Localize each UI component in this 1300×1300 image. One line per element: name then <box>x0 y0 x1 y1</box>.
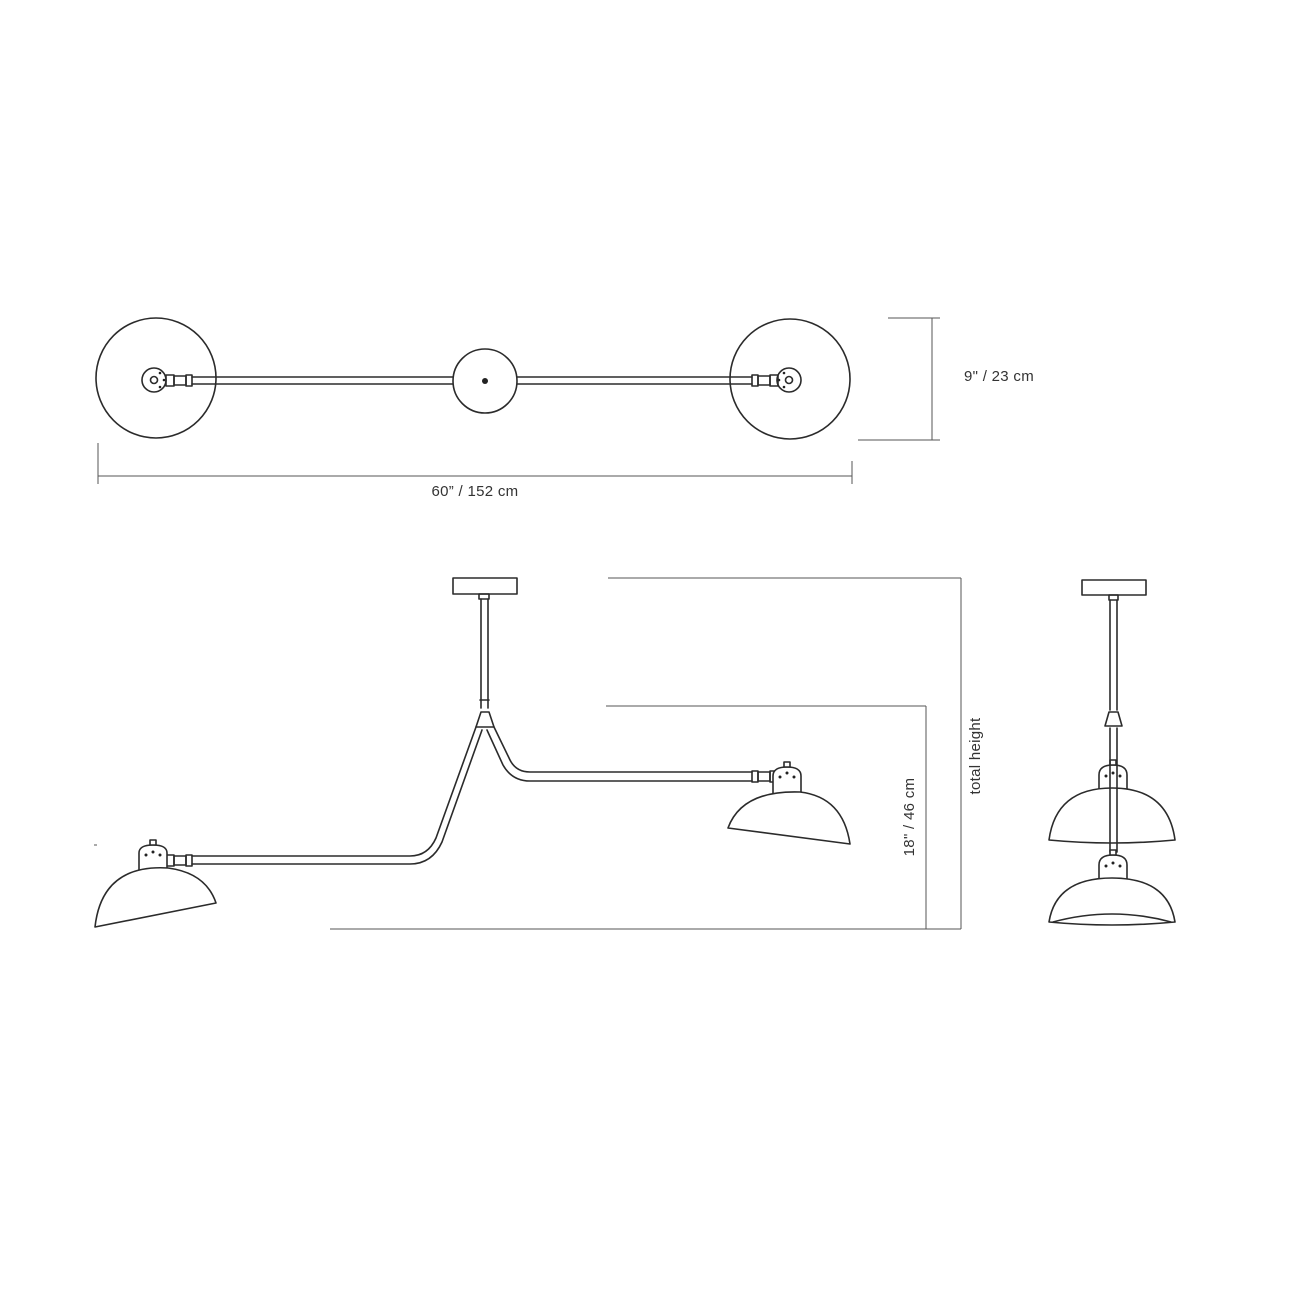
depth-dimension <box>858 317 940 441</box>
front-view-left-shade <box>94 839 217 928</box>
front-view-stem <box>479 598 490 709</box>
front-view-left-arm-bottom <box>191 729 483 865</box>
front-view-left-arm-top <box>191 726 477 857</box>
top-view-right-shade <box>729 318 851 440</box>
top-view-left-shade <box>95 317 217 439</box>
top-view-arm <box>191 376 753 385</box>
width-label: 60” / 152 cm <box>432 483 519 500</box>
top-view-canopy <box>452 348 518 414</box>
top-view: 60” / 152 cm 9" / 23 cm <box>95 317 1034 500</box>
total-height-dimension <box>330 577 962 930</box>
front-view: 18" / 46 cm total height <box>94 577 984 930</box>
width-dimension <box>97 443 853 484</box>
side-view-upper-shade <box>1048 759 1176 844</box>
drop-dimension <box>606 705 927 929</box>
depth-label: 9" / 23 cm <box>964 368 1034 385</box>
front-view-canopy <box>452 577 518 600</box>
front-view-right-arm-bottom <box>486 729 753 782</box>
side-view <box>1048 579 1176 926</box>
total-height-label: total height <box>967 717 984 795</box>
drop-label: 18" / 46 cm <box>901 778 918 857</box>
side-view-canopy <box>1081 579 1147 596</box>
front-view-right-shade <box>727 761 851 845</box>
front-view-right-arm-top <box>493 726 753 773</box>
side-view-joint <box>1104 711 1123 727</box>
front-view-joint <box>475 711 495 728</box>
side-view-lower-shade <box>1048 849 1176 926</box>
